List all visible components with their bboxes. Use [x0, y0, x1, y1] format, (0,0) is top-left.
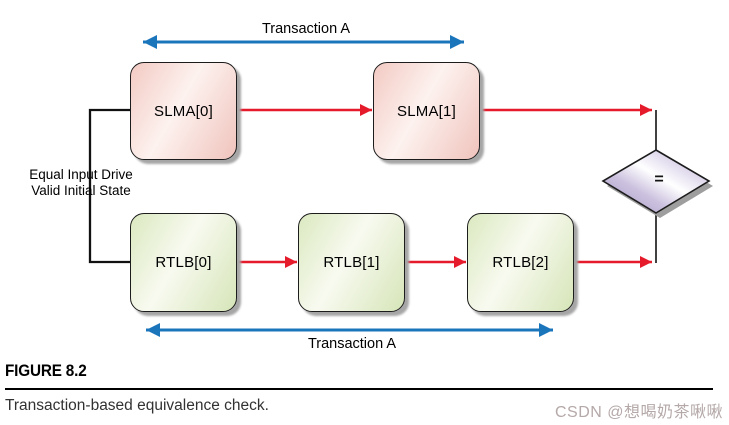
- state-node-rtlb1: RTLB[1]: [298, 213, 405, 312]
- equal-input-annotation: Equal Input Drive Valid Initial State: [8, 167, 154, 198]
- state-node-label: RTLB[2]: [492, 254, 549, 271]
- state-node-slma1: SLMA[1]: [373, 62, 480, 160]
- transaction-a-bottom-label: Transaction A: [307, 336, 397, 352]
- state-node-rtlb0: RTLB[0]: [130, 213, 237, 312]
- state-node-label: RTLB[1]: [323, 254, 380, 271]
- csdn-watermark: CSDN @想喝奶茶啾啾: [554, 404, 723, 421]
- figure-caption: Transaction-based equivalence check.: [5, 397, 269, 414]
- transaction-a-top-label: Transaction A: [261, 21, 351, 37]
- figure-heading: FIGURE 8.2: [5, 361, 87, 380]
- comparator-equals-label: =: [654, 171, 664, 188]
- equivalence-diamond: [601, 149, 711, 214]
- state-node-label: SLMA[1]: [397, 102, 456, 120]
- annotation-line-1: Equal Input Drive: [29, 167, 133, 182]
- equal-input-connector-line: [88, 108, 131, 264]
- state-node-rtlb2: RTLB[2]: [467, 213, 574, 312]
- annotation-line-2: Valid Initial State: [31, 182, 131, 198]
- diagram-canvas: [88, 35, 713, 337]
- figure-rule-divider: [5, 388, 713, 391]
- state-node-slma0: SLMA[0]: [130, 62, 237, 160]
- state-node-label: SLMA[0]: [154, 102, 213, 120]
- state-node-label: RTLB[0]: [155, 254, 212, 271]
